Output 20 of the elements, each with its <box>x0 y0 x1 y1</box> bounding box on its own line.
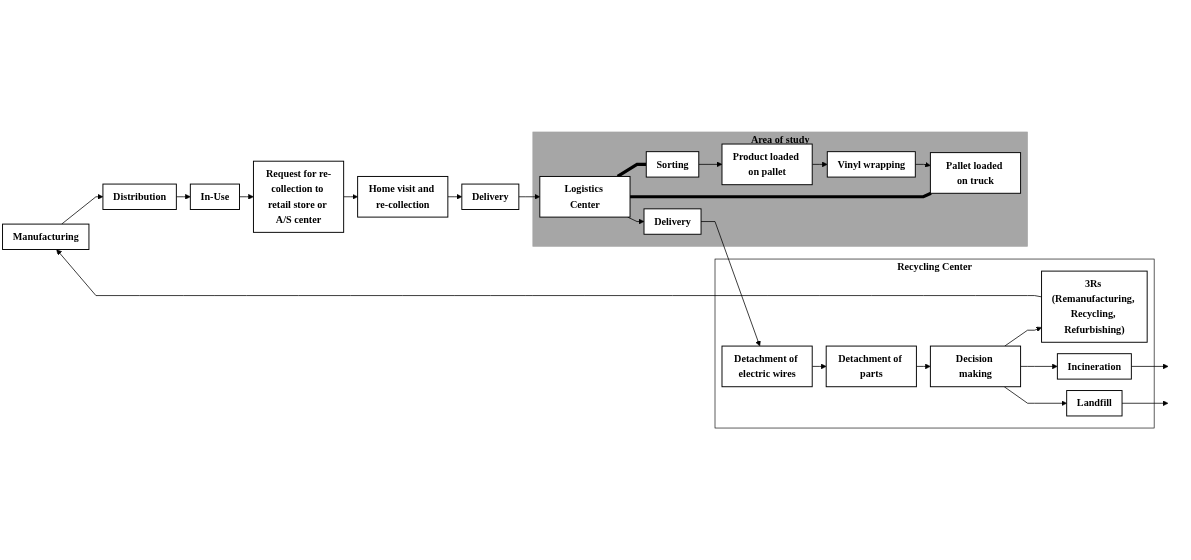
node-box: Distribution <box>102 183 177 210</box>
connector <box>630 191 932 199</box>
node-box: Home visit and re-collection <box>357 175 449 218</box>
node-box: Vinyl wrapping <box>826 151 916 178</box>
connector <box>616 162 647 178</box>
node-box: 3Rs (Remanufacturing, Recycling, Refurbishing) <box>1041 270 1148 343</box>
node-box: Delivery <box>643 208 702 235</box>
node-box: Sorting <box>645 151 700 178</box>
node-box: Landfill <box>1066 390 1123 417</box>
node-box: Pallet loaded on truck <box>929 152 1022 194</box>
node-box: Decision making <box>929 345 1022 388</box>
node-box: Request for re-collection to retail store or A/S center <box>252 160 345 233</box>
node-box: In-Use <box>189 183 240 210</box>
node-box: Logistics Center <box>539 175 631 218</box>
node-box: Delivery <box>461 183 520 210</box>
node-box: Incineration <box>1056 353 1132 380</box>
node-box: Product loaded on pallet <box>721 143 813 186</box>
node-box: Detachment of parts <box>825 345 917 388</box>
node-box: Detachment of electric wires <box>721 345 813 388</box>
node-box: Manufacturing <box>2 223 90 250</box>
